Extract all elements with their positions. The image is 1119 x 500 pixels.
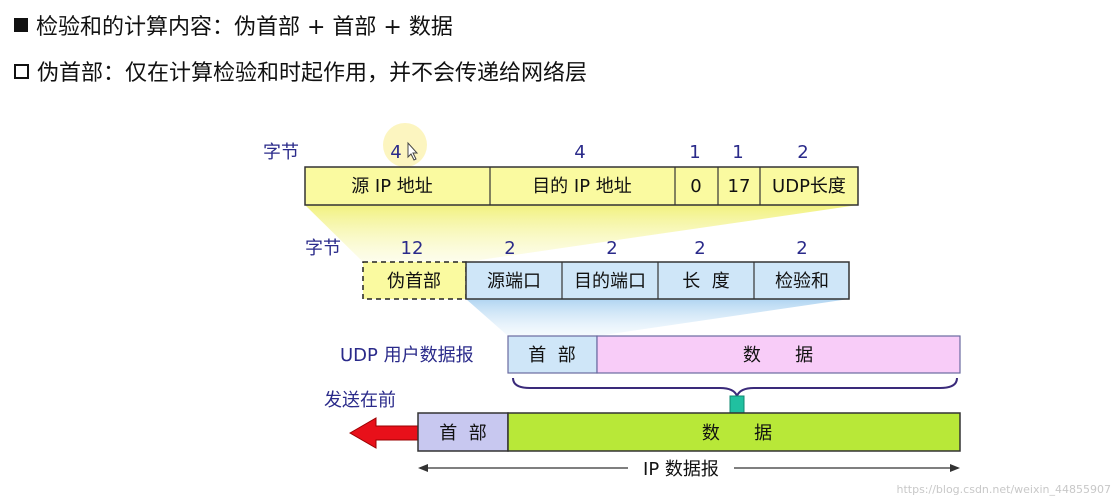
ip-datagram-data [507,412,961,452]
udp-header-row: 伪首部 源端口 目的端口 长 度 检验和 [362,261,850,300]
bullet-square-hollow-icon [14,63,29,79]
udp-datagram-label: UDP 用户数据报 [340,345,474,366]
span-right-arrowhead-icon [950,464,960,472]
udp-datagram-header-text: 首 部 [528,345,575,366]
watermark: https://blog.csdn.net/weixin_44855907 [896,483,1111,496]
pseudo-header-row: 源 IP 地址 目的 IP 地址 0 17 UDP长度 [304,166,859,206]
cursor-highlight [383,123,427,167]
field-dest-ip: 目的 IP 地址 [532,176,632,197]
udp-size-4: 2 [694,238,705,259]
pseudo-size-3: 1 [689,142,700,163]
span-left-arrowhead-icon [418,464,428,472]
bullet-square-filled-icon [14,18,28,32]
udp-size-2: 2 [504,238,515,259]
ip-datagram-header-text: 首 部 [439,423,486,444]
field-source-ip: 源 IP 地址 [351,176,433,197]
ip-datagram-span: IP 数据报 [418,459,960,480]
field-udp-length: UDP长度 [772,176,846,197]
brace-icon [512,377,958,399]
udp-size-5: 2 [796,238,807,259]
udp-size-3: 2 [606,238,617,259]
send-first-label: 发送在前 [324,390,396,411]
bullet-pseudo-header: 伪首部：仅在计算检验和时起作用，并不会传递给网络层 [14,55,587,87]
ip-datagram-data-text: 数 据 [702,423,772,444]
pseudo-size-4: 1 [732,142,743,163]
field-pseudo-header: 伪首部 [387,271,441,292]
udp-size-1: 12 [401,238,424,259]
bullet-text: 检验和的计算内容：伪首部 + 首部 + 数据 [36,15,453,40]
ip-datagram-row: 首 部 数 据 [417,412,961,452]
pseudo-size-5: 2 [797,142,808,163]
pseudo-header-funnel [305,205,858,262]
pseudo-size-1: 4 [390,142,401,163]
udp-datagram-data [596,335,961,374]
pseudo-size-2: 4 [574,142,585,163]
pseudo-bytes-label: 字节 [263,142,299,163]
udp-datagram-header [507,335,598,374]
ip-datagram-label: IP 数据报 [643,459,719,480]
field-source-port: 源端口 [487,271,541,292]
udp-datagram-data-text: 数 据 [743,345,813,366]
mouse-cursor-icon [407,141,419,161]
left-arrow-icon [348,417,419,449]
ip-datagram-header [417,412,509,452]
bullet-checksum-content: 检验和的计算内容：伪首部 + 首部 + 数据 [14,9,453,41]
field-zero: 0 [690,176,701,197]
udp-datagram-row: 首 部 数 据 [507,335,961,374]
field-checksum: 检验和 [775,271,829,292]
udp-header-funnel [466,299,849,336]
field-dest-port: 目的端口 [574,271,646,292]
field-length: 长 度 [682,271,729,292]
bullet-text: 伪首部：仅在计算检验和时起作用，并不会传递给网络层 [37,61,588,86]
pseudo-header-box [304,166,859,206]
field-protocol: 17 [728,176,751,197]
udp-bytes-label: 字节 [305,238,341,259]
